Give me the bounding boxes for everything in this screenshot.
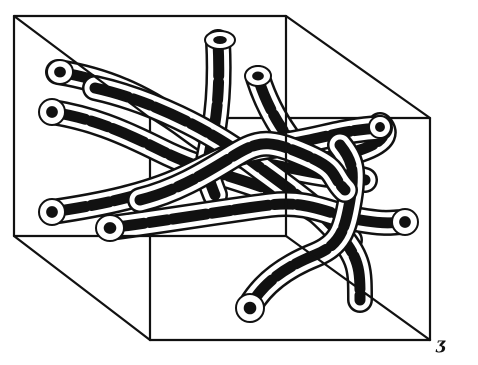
- tube-cap-right-lower: [392, 209, 418, 235]
- tube-cap-lower-left: [39, 199, 65, 225]
- tube-cap-right-lower-hole: [399, 216, 411, 228]
- tube-cap-upper-left: [47, 60, 73, 84]
- tube-network: [52, 42, 405, 306]
- cube-edge-top-left: [14, 16, 150, 118]
- tube-cap-right-upper: [369, 116, 391, 138]
- tube-cap-upper-left-hole: [54, 67, 66, 78]
- tube-cap-bottom: [236, 294, 264, 322]
- tube-cap-top-right-hole: [252, 72, 264, 81]
- tube-cap-lower-left-hole: [46, 206, 58, 218]
- tube-cap-bottom-left: [96, 215, 124, 241]
- cube-edge-bottom-left: [14, 236, 150, 340]
- tube-cap-right-upper-hole: [375, 122, 385, 132]
- tube-cap-mid-left-hole: [46, 106, 58, 118]
- tube-cap-bottom-hole: [244, 302, 257, 315]
- tube-cap-top: [205, 31, 235, 49]
- cube-edge-top-right: [286, 16, 430, 118]
- tube-cap-mid-left: [39, 99, 65, 125]
- corner-label: ʒ: [436, 334, 445, 353]
- tube-cap-top-right: [245, 66, 271, 86]
- tube-cap-bottom-left-hole: [104, 222, 117, 234]
- tube-cap-top-hole: [213, 36, 227, 44]
